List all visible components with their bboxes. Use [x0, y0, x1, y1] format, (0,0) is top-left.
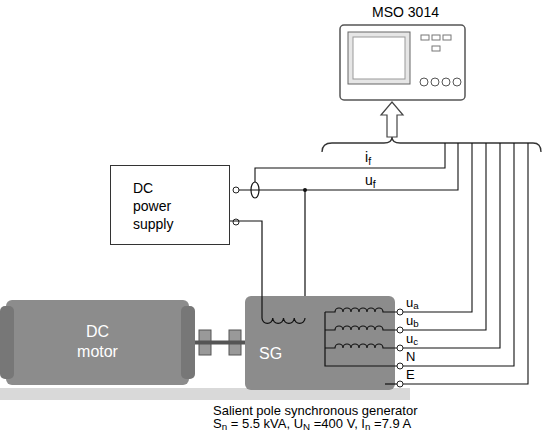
signal-name: uc [406, 332, 418, 346]
motor-end-cap [181, 306, 195, 379]
dc-motor: DC motor [0, 300, 195, 385]
terminal [397, 309, 403, 315]
motor-end-cap [0, 306, 14, 379]
measurement-lead [305, 143, 458, 190]
synchronous-generator: SG [245, 296, 395, 390]
oscilloscope-screen [353, 37, 405, 79]
terminal [233, 219, 239, 225]
signal-name: E [406, 368, 415, 382]
stator-winding [325, 344, 397, 348]
oscilloscope-body [340, 25, 465, 100]
supply-wire [230, 221, 262, 296]
motor-body [6, 300, 189, 385]
probe-input [442, 78, 450, 86]
probe-input [431, 78, 439, 86]
terminal [397, 345, 403, 351]
star-point [325, 312, 397, 366]
measurement-lead [403, 143, 514, 366]
generator-body [245, 296, 395, 390]
measurement-lead [403, 143, 486, 330]
measurement-lead [403, 143, 528, 384]
oscilloscope: MSO 3014 [340, 2, 471, 100]
stator-winding [325, 308, 397, 312]
current-clamp [251, 182, 259, 198]
scope-button [432, 35, 440, 40]
caption: Salient pole synchronous generator [213, 404, 418, 417]
earth-wire [385, 383, 397, 384]
connection-wire [195, 342, 245, 343]
node-text: DC motor [68, 322, 128, 362]
measurement-lead [403, 143, 500, 348]
probe-input [420, 78, 428, 86]
shaft [195, 341, 245, 345]
signal-brace [322, 137, 541, 152]
field-winding [262, 318, 305, 323]
node-text: DC power supply [133, 179, 183, 233]
terminal [397, 381, 403, 387]
measurement-lead [255, 143, 445, 182]
scope-button [443, 35, 451, 40]
signal-name: uf [365, 173, 376, 187]
scope-button [421, 35, 429, 40]
field-wire [261, 296, 262, 318]
signal-name: if [365, 150, 371, 164]
measurement-lead [403, 143, 472, 312]
power-supply-box: DC power supply [110, 165, 230, 245]
terminal [397, 363, 403, 369]
rating-text: Sn = 5.5 kVA, UN =400 V, In =7.9 A [213, 417, 411, 430]
signal-arrow [381, 102, 403, 137]
terminal [233, 187, 239, 193]
terminal [397, 327, 403, 333]
signal-name: ua [406, 296, 419, 310]
node-text: MSO 3014 [340, 2, 471, 21]
connection-wire [230, 221, 262, 296]
oscilloscope-screen-frame [348, 32, 410, 84]
signal-name: N [406, 350, 415, 364]
node-text: SG [259, 344, 282, 364]
probe-input [453, 78, 461, 86]
stator-winding [325, 326, 397, 330]
signal-name: ub [406, 314, 419, 328]
scope-button [432, 46, 440, 51]
